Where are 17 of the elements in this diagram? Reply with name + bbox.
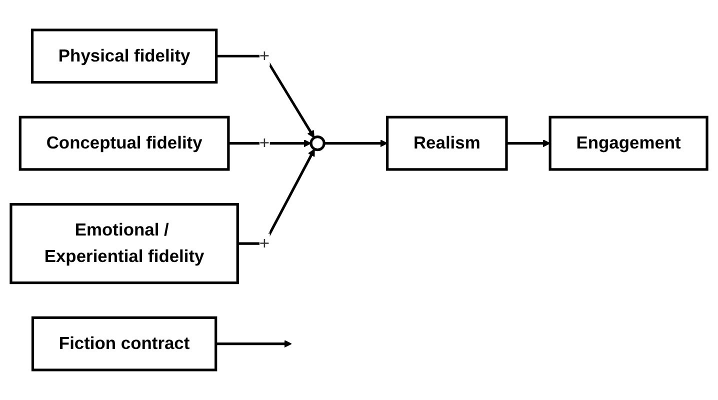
arrow	[228, 140, 312, 148]
flow-diagram: + + + Physical fidelity Conceptual fidelity Emotional / Experiential fidelity Realism Engagement Fiction contract	[4, 23, 714, 377]
node-box	[548, 116, 708, 171]
edge-label: +	[259, 134, 270, 153]
arrow	[324, 140, 388, 148]
node-box	[30, 28, 218, 84]
edge-label: +	[259, 234, 270, 254]
node-box	[31, 316, 218, 372]
arrow	[506, 140, 550, 148]
arrow	[216, 54, 315, 138]
node-circle	[310, 135, 326, 152]
arrow	[238, 148, 315, 245]
node-box	[18, 116, 230, 171]
edge-label: +	[259, 46, 270, 66]
node-box	[10, 203, 239, 284]
arrow	[216, 340, 292, 348]
node-box	[386, 116, 508, 171]
